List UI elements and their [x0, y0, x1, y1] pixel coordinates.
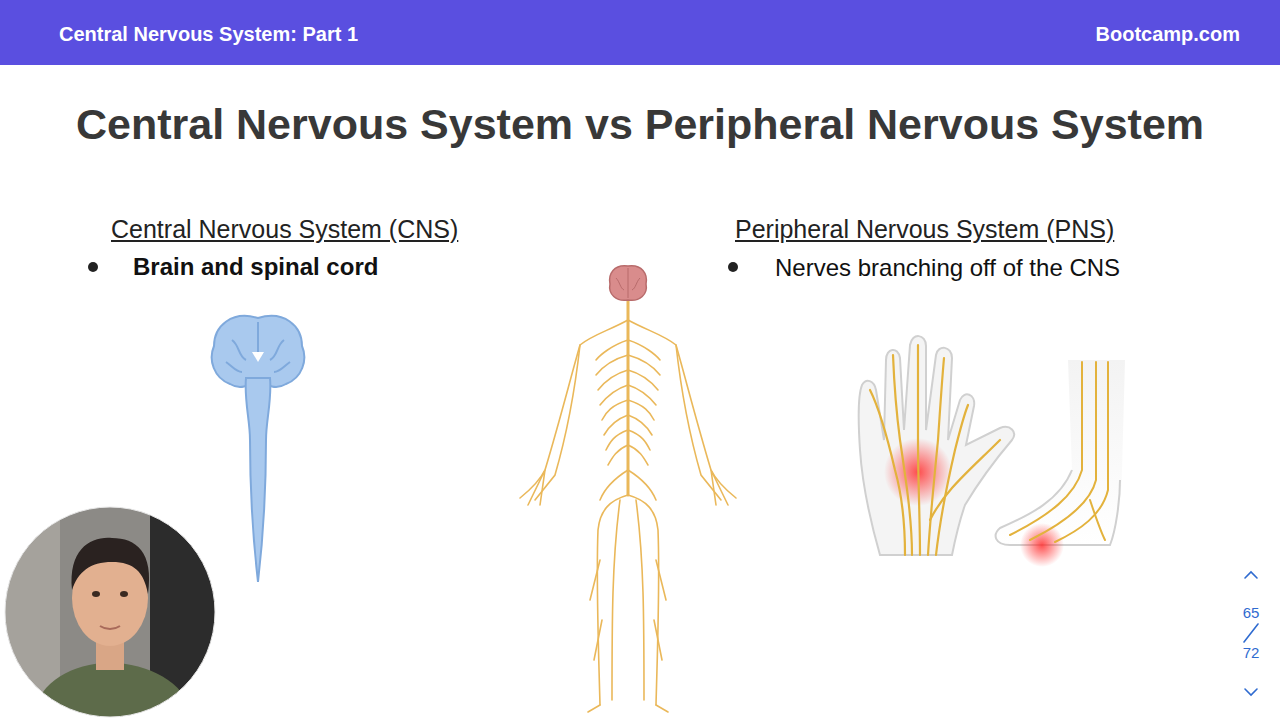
presenter-webcam — [0, 500, 220, 720]
site-name: Bootcamp.com — [1096, 22, 1240, 46]
page-total: 72 — [1236, 644, 1266, 662]
body-nerves-illustration — [520, 300, 736, 712]
slide-title: Central Nervous System vs Peripheral Ner… — [0, 98, 1280, 150]
page-nav — [1244, 572, 1258, 695]
page-number: 65 — [1236, 604, 1266, 622]
header-band: Central Nervous System: Part 1 Bootcamp.c… — [0, 0, 1280, 65]
body-brain — [610, 266, 647, 301]
bullet-text: Brain and spinal cord — [133, 252, 378, 281]
section-title: Central Nervous System: Part 1 — [59, 22, 358, 46]
hand-illustration — [859, 336, 1014, 555]
bullet-text: Nerves branching off of the CNS — [775, 250, 1147, 286]
bullet — [88, 262, 98, 272]
webcam-frame — [5, 507, 215, 717]
section-heading: Central Nervous System (CNS) — [111, 214, 458, 244]
bullet — [728, 262, 738, 272]
section-heading: Peripheral Nervous System (PNS) — [735, 214, 1114, 244]
cns-brain-illustration — [212, 316, 305, 582]
foot-illustration — [996, 360, 1125, 567]
